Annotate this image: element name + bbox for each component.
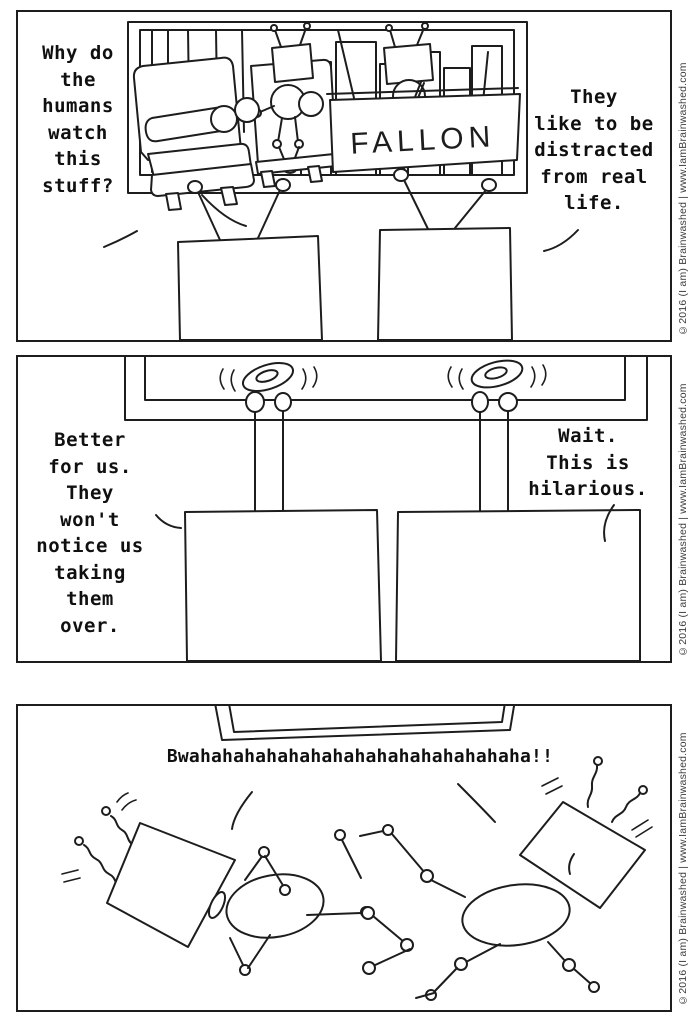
tv-corner xyxy=(214,706,516,741)
speech-tails xyxy=(103,194,579,252)
copyright-notice: ©2016 (I am) Brainwashed | www.IamBrainw… xyxy=(677,62,689,336)
speech-panel2-right: Wait. This is hilarious. xyxy=(528,425,648,500)
speech-panel1-left: Why do the humans watch this stuff? xyxy=(42,42,114,197)
desk-fallon-sign: FALLON xyxy=(326,87,521,173)
antenna-halo-right xyxy=(447,359,547,514)
panel-2-drawing xyxy=(124,357,648,661)
laugh-motion-line xyxy=(457,783,496,823)
antenna-halo-left xyxy=(219,362,318,514)
speech-tails xyxy=(155,504,615,542)
copyright-notice: ©2016 (I am) Brainwashed | www.IamBrainw… xyxy=(677,383,689,657)
fallon-text: FALLON xyxy=(350,120,497,161)
armchair-guest-arms xyxy=(234,91,337,188)
panel-3-drawing xyxy=(61,706,653,1001)
robot-viewer-left-head xyxy=(177,178,323,340)
laugh-motion-line xyxy=(231,791,253,830)
speech-panel1-right: They like to be distracted from real lif… xyxy=(534,86,654,214)
panel-3: Bwahahahahahahahahahahahahahahaha!! xyxy=(16,704,672,1012)
robot-back-head-right xyxy=(395,509,641,661)
tv-back xyxy=(124,357,648,421)
panel-1-drawing: FALLON xyxy=(103,21,579,340)
robot-viewer-right-head xyxy=(377,168,513,340)
robot-back-head-left xyxy=(184,509,382,661)
panel-2: Better for us. They won't notice us taki… xyxy=(16,355,672,663)
speech-panel2-left: Better for us. They won't notice us taki… xyxy=(36,429,144,637)
robot-laughing-right xyxy=(359,756,653,1001)
robot-laughing-left xyxy=(61,791,372,976)
armchair-empty xyxy=(132,56,255,211)
panel-1: FALLON Why do the humans watch this stuf… xyxy=(16,10,672,342)
copyright-notice: ©2016 (I am) Brainwashed | www.IamBrainw… xyxy=(677,732,689,1006)
laugh-text: Bwahahahahahahahahahahahahahahaha!! xyxy=(166,746,554,767)
